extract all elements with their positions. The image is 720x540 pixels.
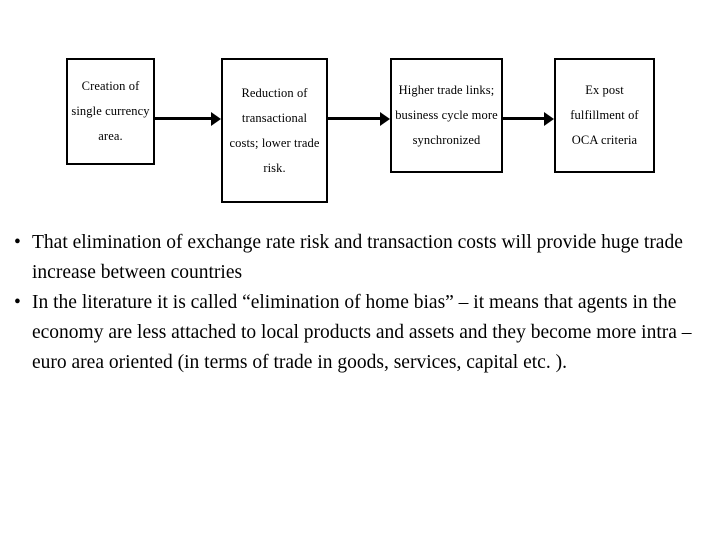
bullet-2-text: In the literature it is called “eliminat… [32,292,692,373]
list-item-bullet-1: • That elimination of exchange rate risk… [14,228,706,288]
flow-box-4-line-1: Ex post [585,83,624,97]
body-text-block: • That elimination of exchange rate risk… [0,228,720,378]
flow-box-4-line-3: OCA criteria [571,133,638,147]
flow-diagram: Creation of single currency area. Reduct… [0,0,720,215]
flow-box-4-line-2: fulfillment of [570,108,639,122]
flow-box-3-line-3: synchronized [412,133,481,147]
arrow-shaft [503,117,545,120]
flow-box-2-line-3: costs; lower trade [229,135,320,150]
list-item-bullet-2: • In the literature it is called “elimin… [14,288,706,378]
bullet-list: • That elimination of exchange rate risk… [0,228,720,378]
flow-box-1-line-1: Creation of [81,79,140,93]
arrow-head [544,112,554,126]
bullet-1-text: That elimination of exchange rate risk a… [32,232,683,283]
flow-box-3-line-2: business cycle more [395,108,498,122]
flow-box-1-line-2: single currency [71,104,150,118]
arrow-box3-to-box4-icon [503,112,554,126]
flow-box-2-line-4: risk. [263,160,286,175]
flow-box-1-line-3: area. [98,129,123,143]
bullet-marker-icon: • [14,292,21,313]
flow-box-creation-of-single-currency-area: Creation of single currency area. [66,58,155,165]
arrow-box1-to-box2-icon [155,112,221,126]
arrow-box2-to-box3-icon [328,112,390,126]
flow-box-3-line-1: Higher trade links; [398,83,495,97]
flow-box-reduction-of-transactional-costs: Reduction of transactional costs; lower … [221,58,328,203]
arrow-head [211,112,221,126]
flow-box-ex-post-fulfillment-of-oca-criteria: Ex post fulfillment of OCA criteria [554,58,655,173]
arrow-head [380,112,390,126]
arrow-shaft [328,117,381,120]
arrow-shaft [155,117,212,120]
flow-box-2-line-2: transactional [241,110,308,125]
bullet-marker-icon: • [14,232,21,253]
flow-box-higher-trade-links: Higher trade links; business cycle more … [390,58,503,173]
flow-box-2-line-1: Reduction of [241,85,308,100]
